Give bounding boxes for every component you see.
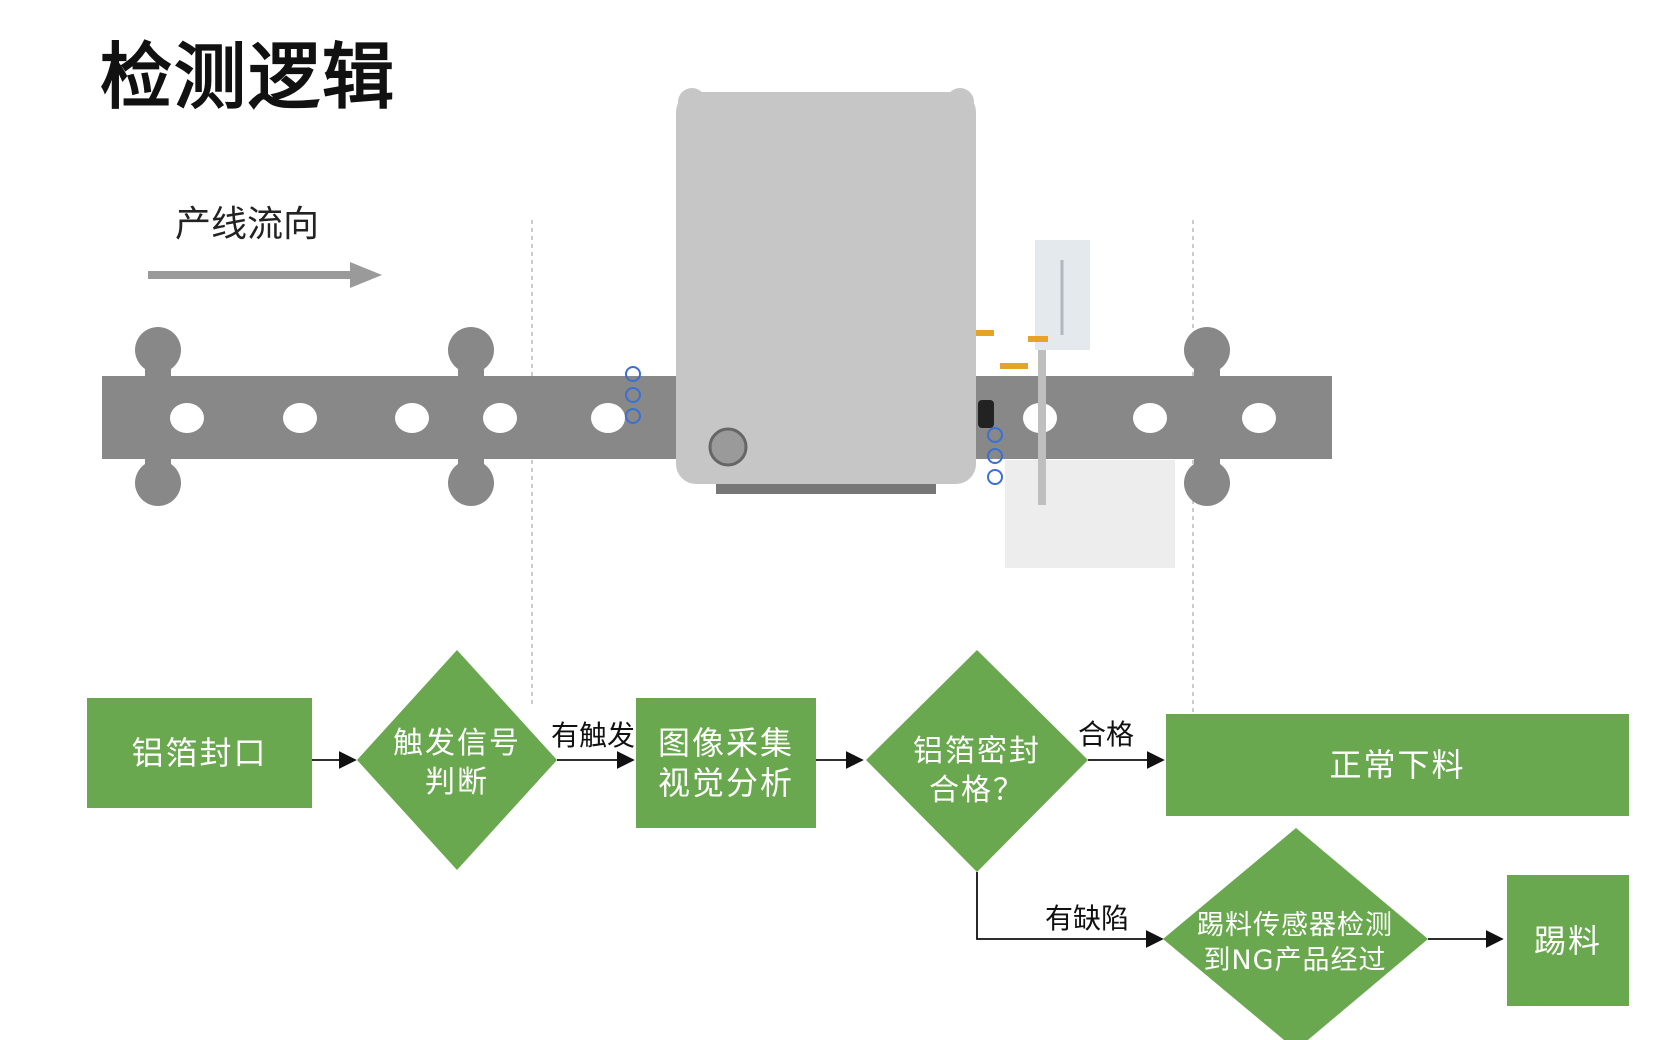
trigger-node-line2: 判断 (425, 765, 489, 800)
capture-node: 图像采集 视觉分析 (636, 698, 816, 828)
trigger-node-line1: 触发信号 (393, 726, 521, 761)
capture-node-line2: 视觉分析 (657, 764, 794, 802)
flow-arrows (300, 751, 1504, 948)
edge-label-qualified: 合格 (1078, 718, 1135, 751)
capture-node-line1: 图像采集 (657, 724, 794, 762)
kick-sensor-node: 踢料传感器检测 到NG产品经过 (1170, 905, 1420, 981)
production-flow-arrow (148, 262, 382, 288)
trigger-diamond (357, 650, 557, 870)
kick-sensor-diamond (1163, 828, 1428, 1040)
normal-out-node: 正常下料 (1166, 714, 1629, 816)
seal-ok-node: 铝箔密封 合格？ (892, 731, 1062, 811)
seal-ok-node-line2: 合格？ (929, 773, 1025, 808)
trigger-node: 触发信号 判断 (377, 725, 537, 801)
edge-label-triggered: 有触发 (551, 719, 636, 752)
kick-sensor-node-line2: 到NG产品经过 (1203, 945, 1387, 976)
kicker-mechanism (976, 240, 1175, 568)
vision-machine (676, 88, 976, 494)
kick-sensor-node-line1: 踢料传感器检测 (1197, 909, 1393, 941)
production-flow-label: 产线流向 (175, 204, 320, 245)
seal-ok-node-line1: 铝箔密封 (913, 734, 1041, 769)
page-title: 检测逻辑 (100, 35, 397, 119)
foil-seal-node: 铝箔封口 (87, 698, 312, 808)
seal-ok-diamond (866, 650, 1088, 872)
kick-node: 踢料 (1507, 875, 1629, 1006)
edge-label-defective: 有缺陷 (1045, 902, 1130, 935)
sensor-rings (625, 366, 1003, 485)
machine-knob (708, 427, 748, 467)
conveyor-holes (170, 403, 1276, 433)
